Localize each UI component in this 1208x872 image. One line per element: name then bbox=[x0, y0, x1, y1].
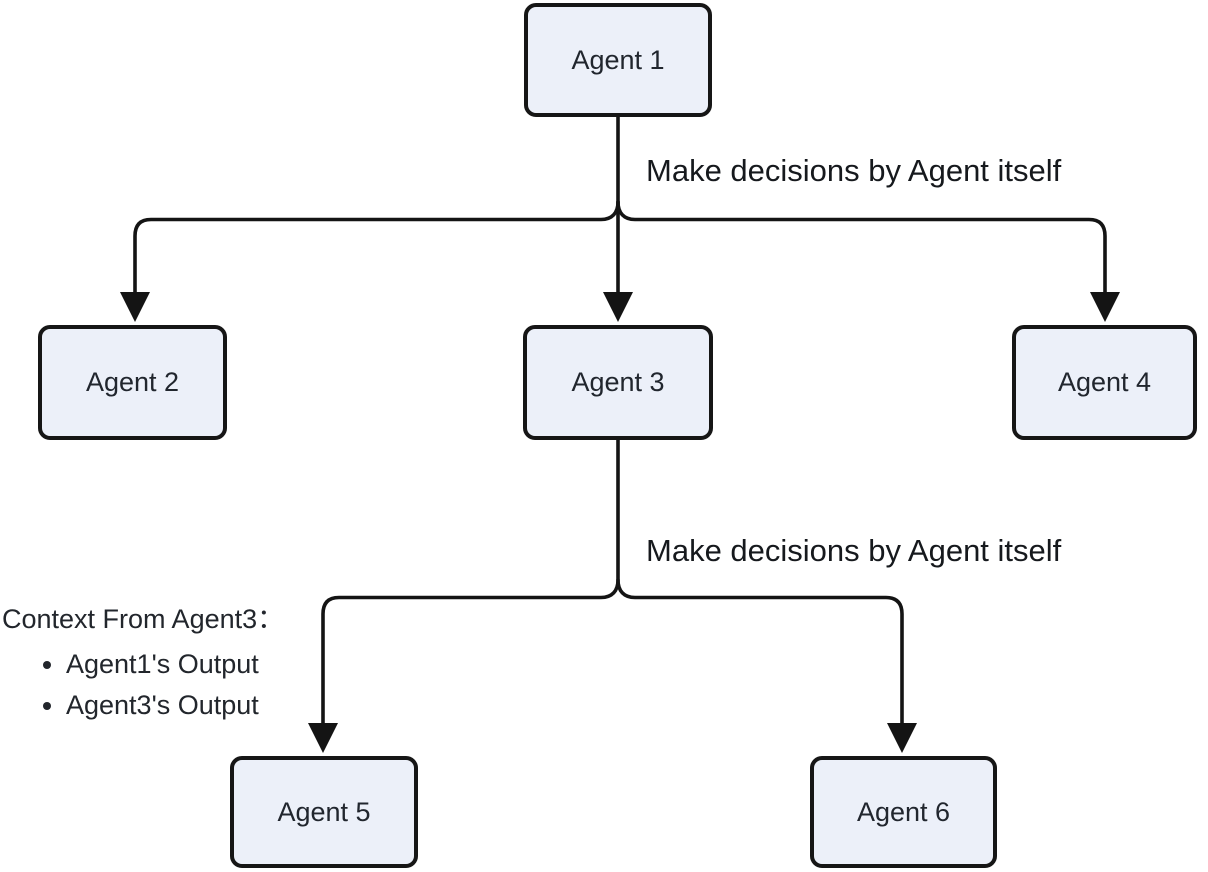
edge-agent1-agent2 bbox=[133, 200, 620, 298]
node-label: Agent 5 bbox=[277, 796, 371, 827]
arrowhead-agent2 bbox=[120, 292, 150, 322]
node-label: Agent 1 bbox=[571, 44, 665, 75]
node-agent-6: Agent 6 bbox=[810, 756, 997, 868]
node-agent-4: Agent 4 bbox=[1012, 325, 1197, 440]
node-agent-1: Agent 1 bbox=[524, 3, 712, 117]
arrowhead-agent3 bbox=[603, 292, 633, 322]
node-agent-2: Agent 2 bbox=[38, 325, 227, 440]
edge-agent3-agent6 bbox=[616, 578, 904, 729]
edge-agent1-agent4 bbox=[616, 200, 1107, 298]
node-agent-5: Agent 5 bbox=[230, 756, 418, 868]
arrowhead-agent4 bbox=[1090, 292, 1120, 322]
context-note-list: Agent1's Output Agent3's Output bbox=[2, 644, 284, 726]
context-note-title: Context From Agent3： bbox=[2, 604, 285, 634]
node-label: Agent 2 bbox=[85, 367, 180, 397]
arrowhead-agent5 bbox=[308, 723, 338, 753]
context-note-item: Agent3's Output bbox=[66, 685, 284, 726]
edge-label-2: Make decisions by Agent itself bbox=[646, 533, 1062, 568]
edge-agent3-agent5 bbox=[321, 438, 620, 729]
context-note-item: Agent1's Output bbox=[66, 644, 284, 685]
node-label: Agent 4 bbox=[1057, 367, 1152, 397]
node-label: Agent 3 bbox=[571, 367, 665, 397]
context-note: Context From Agent3： Agent1's Output Age… bbox=[2, 597, 284, 726]
edge-label-1: Make decisions by Agent itself bbox=[646, 153, 1062, 188]
node-agent-3: Agent 3 bbox=[523, 325, 713, 440]
node-label: Agent 6 bbox=[856, 796, 951, 827]
arrowhead-agent6 bbox=[887, 723, 917, 753]
